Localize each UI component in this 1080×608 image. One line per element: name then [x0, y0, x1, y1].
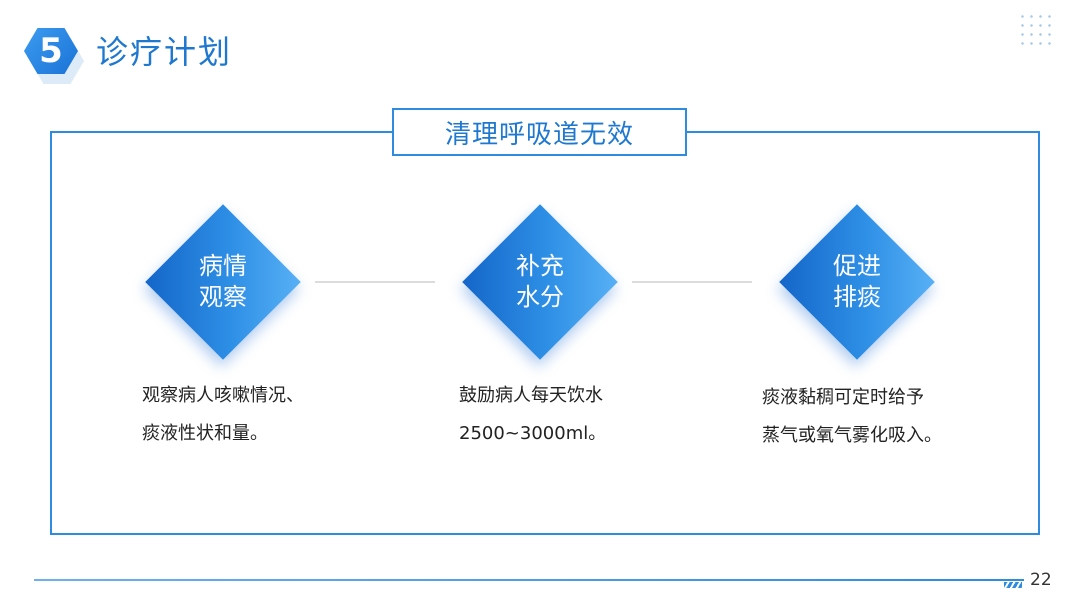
connector-line-1	[315, 281, 435, 283]
step-3-label: 促进 排痰	[802, 251, 912, 313]
step-3-label-line-2: 排痰	[833, 283, 881, 311]
step-3-description: 痰液黏稠可定时给予 蒸气或氧气雾化吸入。	[762, 379, 942, 455]
step-1-desc-line-1: 观察病人咳嗽情况、	[142, 385, 304, 406]
page-number: 22	[1030, 570, 1052, 590]
step-1-description: 观察病人咳嗽情况、 痰液性状和量。	[142, 377, 304, 453]
step-2-label-line-1: 补充	[516, 252, 564, 280]
connector-line-2	[632, 281, 752, 283]
step-2-desc-line-1: 鼓励病人每天饮水	[459, 385, 603, 406]
footer-divider	[34, 579, 1024, 581]
step-1-label-line-1: 病情	[199, 252, 247, 280]
step-3-label-line-1: 促进	[833, 252, 881, 280]
subtitle: 清理呼吸道无效	[444, 119, 634, 150]
step-2-desc-line-2: 2500~3000ml。	[459, 423, 607, 444]
dot-grid-decoration	[1018, 12, 1054, 48]
subtitle-box: 清理呼吸道无效	[392, 108, 687, 156]
page-title: 诊疗计划	[96, 33, 233, 71]
step-1-desc-line-2: 痰液性状和量。	[142, 423, 268, 444]
step-2-description: 鼓励病人每天饮水 2500~3000ml。	[459, 377, 606, 453]
step-1-label: 病情 观察	[168, 251, 278, 313]
step-2-label-line-2: 水分	[516, 283, 564, 311]
step-3-desc-line-2: 蒸气或氧气雾化吸入。	[762, 425, 942, 446]
section-number: 5	[39, 31, 63, 71]
step-3-desc-line-1: 痰液黏稠可定时给予	[762, 387, 924, 408]
step-2-label: 补充 水分	[485, 251, 595, 313]
step-1-label-line-2: 观察	[199, 283, 247, 311]
footer-slash-decoration	[1004, 582, 1022, 588]
